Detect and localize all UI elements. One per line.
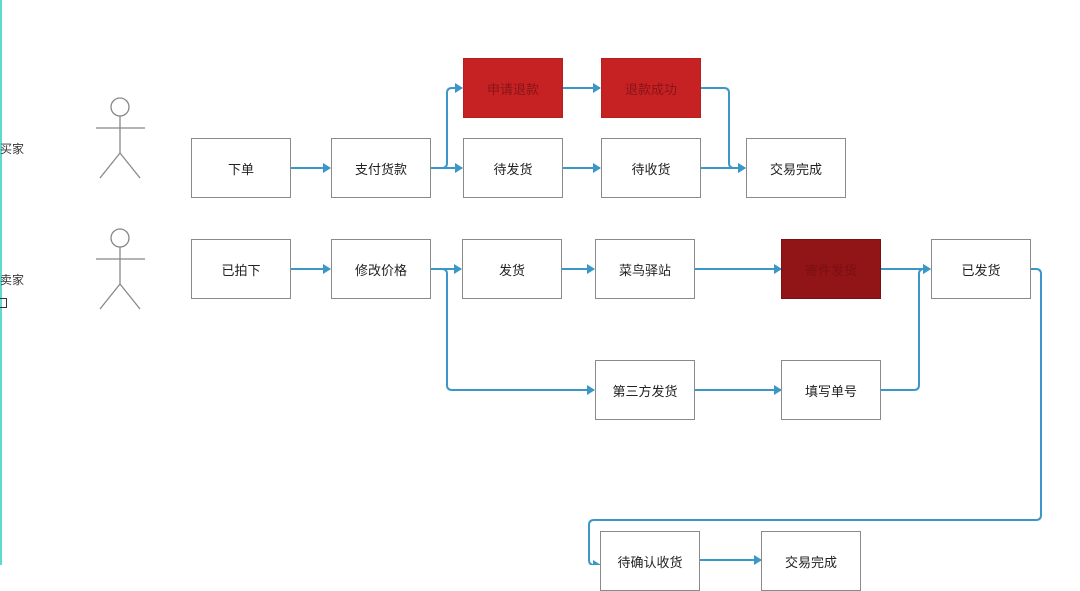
node-deal-done-buyer[interactable]: 交易完成: [746, 138, 846, 198]
seller-actor-icon: [96, 228, 145, 310]
node-ship[interactable]: 发货: [462, 239, 562, 299]
node-cainiao[interactable]: 菜鸟驿站: [595, 239, 695, 299]
edge-pay-to-refund: [431, 83, 463, 169]
node-refund-apply[interactable]: 申请退款: [463, 58, 563, 118]
node-await-ship[interactable]: 待发货: [463, 138, 563, 198]
edge-refund-success-to-done: [701, 87, 746, 173]
node-edit-price[interactable]: 修改价格: [331, 239, 431, 299]
buyer-actor-icon: [96, 97, 145, 179]
diagram-canvas: [96, 83, 1042, 565]
edge-shipped-to-confirm: [588, 268, 1042, 565]
node-pay[interactable]: 支付货款: [331, 138, 431, 198]
node-refund-success[interactable]: 退款成功: [601, 58, 701, 118]
canvas-left-border: [0, 0, 2, 565]
node-ordered[interactable]: 已拍下: [191, 239, 291, 299]
node-await-confirm[interactable]: 待确认收货: [600, 531, 700, 591]
collapsed-marker: [0, 298, 7, 308]
edge-edit-to-third-party: [431, 268, 595, 395]
lane-label-buyer: 买家: [0, 142, 25, 156]
node-sender[interactable]: 寄件发货: [781, 239, 881, 299]
node-deal-done-seller[interactable]: 交易完成: [761, 531, 861, 591]
node-fill-number[interactable]: 填写单号: [781, 360, 881, 420]
lane-label-seller: 卖家: [0, 273, 25, 287]
node-place-order[interactable]: 下单: [191, 138, 291, 198]
node-third-party[interactable]: 第三方发货: [595, 360, 695, 420]
node-shipped[interactable]: 已发货: [931, 239, 1031, 299]
node-await-receive[interactable]: 待收货: [601, 138, 701, 198]
edge-fill-to-shipped: [881, 264, 931, 391]
